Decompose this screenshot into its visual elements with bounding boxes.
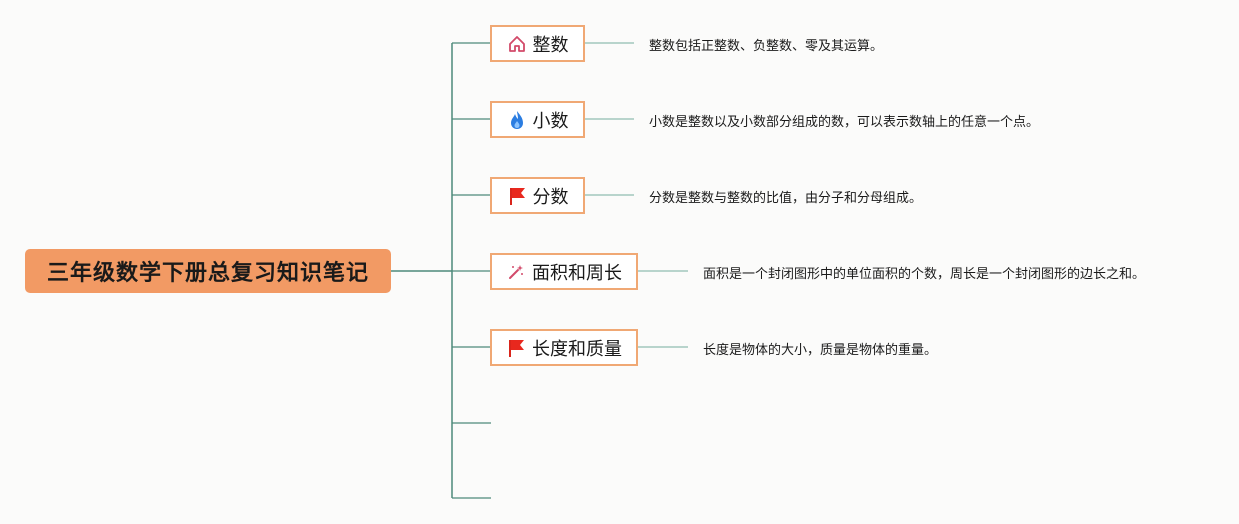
root-topic-label: 三年级数学下册总复习知识笔记 xyxy=(46,261,369,286)
topic-note: 小数是整数以及小数部分组成的数，可以表示数轴上的任意一个点。 xyxy=(649,115,1040,130)
topic-label: 小数 xyxy=(532,110,569,132)
topic-note: 分数是整数与整数的比值，由分子和分母组成。 xyxy=(649,191,923,206)
topic-label: 分数 xyxy=(532,186,569,208)
topic-note: 整数包括正整数、负整数、零及其运算。 xyxy=(649,39,884,54)
topic-label: 面积和周长 xyxy=(532,262,622,284)
topic-label: 整数 xyxy=(532,34,569,56)
red-flag-icon xyxy=(507,186,527,206)
home-icon xyxy=(507,34,527,54)
topic-integers[interactable]: 整数 xyxy=(490,25,585,62)
topic-label: 长度和质量 xyxy=(532,338,622,360)
topic-note: 面积是一个封闭图形中的单位面积的个数，周长是一个封闭图形的边长之和。 xyxy=(703,267,1146,282)
topic-area-perimeter[interactable]: 面积和周长 xyxy=(490,253,638,290)
root-topic[interactable]: 三年级数学下册总复习知识笔记 xyxy=(25,249,391,293)
topic-length-mass[interactable]: 长度和质量 xyxy=(490,329,638,366)
magic-wand-icon xyxy=(506,262,526,282)
topic-fractions[interactable]: 分数 xyxy=(490,177,585,214)
flame-icon xyxy=(507,110,527,130)
topic-decimals[interactable]: 小数 xyxy=(490,101,585,138)
topic-note: 长度是物体的大小，质量是物体的重量。 xyxy=(703,343,938,358)
red-flag-icon xyxy=(506,338,526,358)
